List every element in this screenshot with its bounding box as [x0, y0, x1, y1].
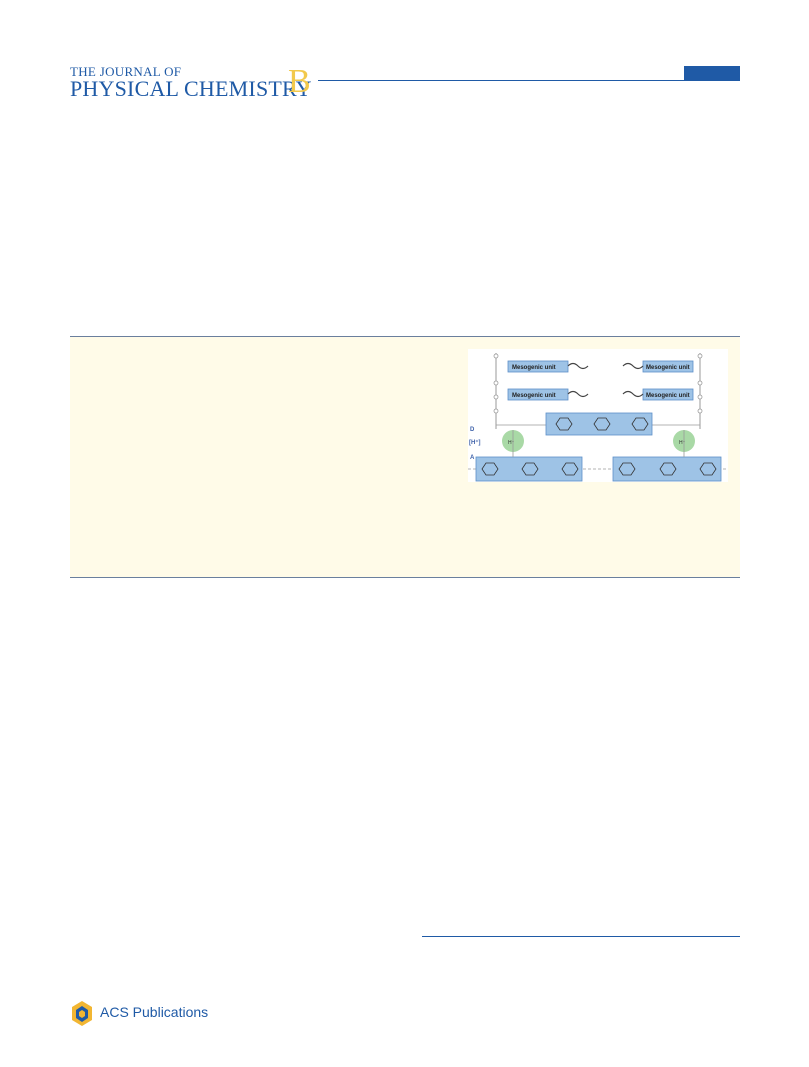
acceptor-right-rings	[618, 462, 717, 476]
chain-tl1	[567, 362, 589, 370]
masthead-rule	[318, 80, 684, 81]
acs-publications-logo: ACS Publications	[70, 1000, 210, 1028]
mesogen-label-tl2: Mesogenic unit	[512, 393, 556, 399]
journal-masthead: THE JOURNAL OF PHYSICAL CHEMISTRY B	[70, 63, 740, 101]
donor-label: D	[470, 427, 475, 433]
publisher-name: ACS Publications	[100, 1004, 209, 1020]
journal-title-line2: PHYSICAL CHEMISTRY	[70, 76, 312, 101]
chain-tl2	[567, 390, 589, 398]
acceptor-left-rings	[481, 462, 579, 476]
backbone-nodes	[493, 353, 703, 414]
mesogen-box-tl1	[507, 360, 569, 373]
toc-graphic-box: Mesogenic unit Mesogenic unit Mesogenic …	[70, 336, 740, 578]
acs-hexagon-icon	[72, 1001, 92, 1026]
central-mesogen-rings	[555, 417, 649, 431]
chain-tr1	[622, 362, 644, 370]
mesogen-label-tl1: Mesogenic unit	[512, 365, 556, 371]
footnote-rule	[422, 936, 740, 937]
chain-tr2	[622, 390, 644, 398]
acceptor-mesogen-left	[475, 456, 583, 482]
toc-graphic-svg: Mesogenic unit Mesogenic unit Mesogenic …	[468, 353, 728, 482]
journal-section-letter: B	[288, 63, 311, 100]
proton-circle-left-label: H⁺	[508, 440, 515, 446]
journal-title-line1: THE JOURNAL OF	[70, 64, 182, 79]
masthead-tab	[684, 66, 740, 81]
proton-circle-right-label: H⁺	[679, 440, 686, 446]
mesogen-label-tr1: Mesogenic unit	[646, 365, 690, 371]
proton-label: [H⁺]	[469, 439, 481, 446]
acceptor-label: A	[470, 455, 475, 461]
toc-graphic-figure: Mesogenic unit Mesogenic unit Mesogenic …	[468, 349, 728, 482]
mesogen-label-tr2: Mesogenic unit	[646, 393, 690, 399]
central-mesogen-box	[545, 412, 653, 436]
mesogen-box-tl2	[507, 388, 569, 401]
acceptor-mesogen-right	[612, 456, 722, 482]
